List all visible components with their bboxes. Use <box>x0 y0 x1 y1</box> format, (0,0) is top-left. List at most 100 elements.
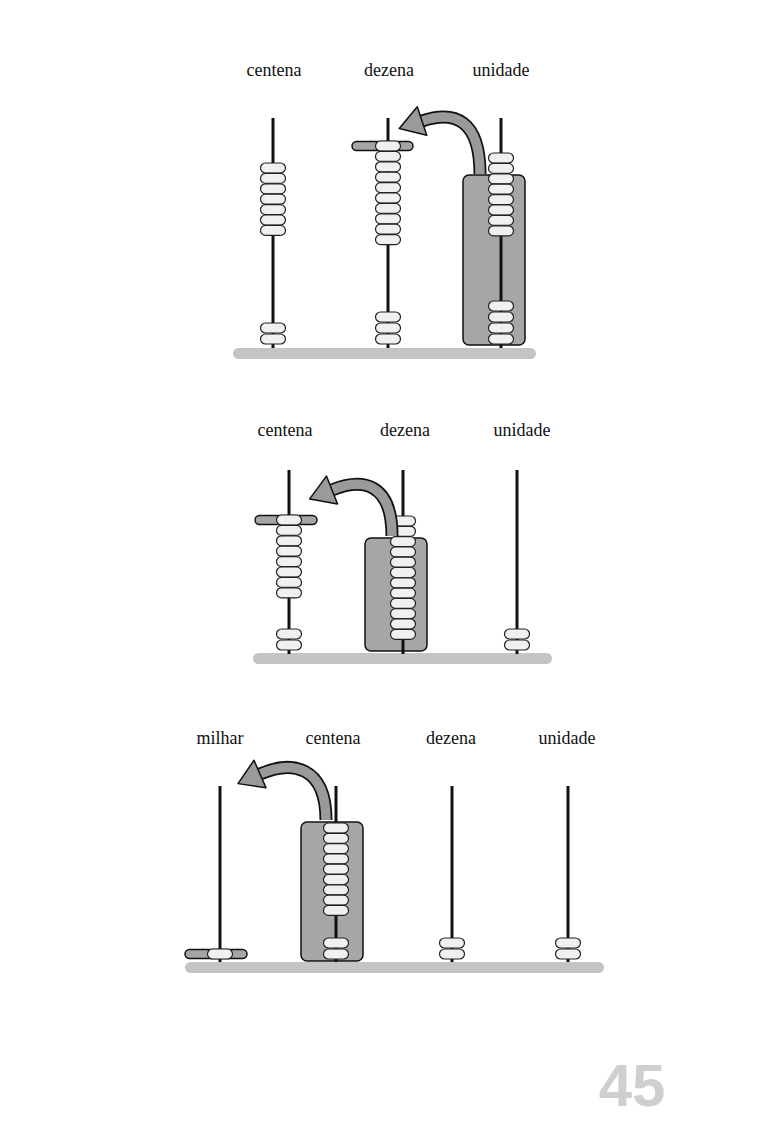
abacus-bead <box>277 588 302 598</box>
abacus-bead <box>391 619 416 629</box>
abacus-bead <box>376 334 401 344</box>
carry-arrow <box>399 107 480 174</box>
abacus-bead <box>324 885 349 895</box>
abacus-bead <box>489 174 514 184</box>
abacus-rod <box>516 470 519 654</box>
abacus-bead <box>391 629 416 639</box>
abacus-bead <box>277 567 302 577</box>
abacus-bead <box>376 172 401 182</box>
abacus-bead <box>391 537 416 547</box>
abacus-bead <box>489 301 514 311</box>
abacus-bead <box>440 938 465 948</box>
abacus-bead <box>261 194 286 204</box>
abacus-rod <box>219 786 222 962</box>
abacus-bead <box>376 214 401 224</box>
abacus-bead <box>324 864 349 874</box>
abacus-bead <box>376 151 401 161</box>
abacus-bead <box>489 215 514 225</box>
abacus-bead <box>556 949 581 959</box>
abacus-bead <box>376 203 401 213</box>
abacus-rod <box>567 786 570 962</box>
abacus-bead <box>261 205 286 215</box>
abacus-bead <box>391 598 416 608</box>
abacus-bead <box>324 833 349 843</box>
abacus-bead <box>261 215 286 225</box>
place-value-label: dezena <box>380 421 430 439</box>
place-value-label: milhar <box>197 729 244 747</box>
abacus-bead <box>261 334 286 344</box>
abacus-bead <box>261 184 286 194</box>
abacus-bead <box>324 905 349 915</box>
abacus-bead <box>489 163 514 173</box>
abacus-rod <box>451 786 454 962</box>
abacus-bead <box>391 578 416 588</box>
abacus-bead <box>324 938 349 948</box>
abacus-bead <box>277 640 302 650</box>
abacus-bead <box>376 193 401 203</box>
abacus-bead <box>208 949 233 959</box>
abacus-bead <box>376 312 401 322</box>
abacus-bead <box>376 141 401 151</box>
place-value-label: unidade <box>494 421 551 439</box>
abacus-bead <box>440 949 465 959</box>
abacus-bead <box>277 557 302 567</box>
carry-arrow <box>310 476 392 536</box>
carry-tray <box>255 516 317 525</box>
abacus-bead <box>376 235 401 245</box>
abacus-bead <box>324 844 349 854</box>
abacus-base <box>185 962 604 973</box>
carry-arrow <box>238 760 326 820</box>
place-value-label: centena <box>258 421 313 439</box>
place-value-label: dezena <box>426 729 476 747</box>
group-box <box>301 822 363 961</box>
carry-tray <box>185 950 247 959</box>
abacus-bead <box>277 536 302 546</box>
place-value-label: dezena <box>364 61 414 79</box>
abacus-bead <box>261 163 286 173</box>
abacus-bead <box>261 173 286 183</box>
place-value-label: unidade <box>473 61 530 79</box>
place-value-label: centena <box>306 729 361 747</box>
abacus-bead <box>324 949 349 959</box>
abacus-bead <box>391 588 416 598</box>
abacus-bead <box>489 323 514 333</box>
abacus-bead <box>489 312 514 322</box>
abacus-bead <box>261 225 286 235</box>
abacus-bead <box>376 323 401 333</box>
abacus-bead <box>277 629 302 639</box>
abacus-bead <box>277 546 302 556</box>
page-number: 45 <box>599 1056 666 1116</box>
abacus-base <box>253 653 552 664</box>
abacus-bead <box>489 195 514 205</box>
abacus-bead <box>277 525 302 535</box>
abacus-bead <box>277 577 302 587</box>
abacus-bead <box>505 629 530 639</box>
abacus-bead <box>376 162 401 172</box>
abacus-bead <box>376 224 401 234</box>
group-box <box>463 175 525 345</box>
abacus-bead <box>324 823 349 833</box>
abacus-bead <box>277 515 302 525</box>
abacus-bead <box>376 183 401 193</box>
abacus-bead <box>391 547 416 557</box>
abacus-bead <box>324 895 349 905</box>
carry-tray <box>352 142 413 151</box>
abacus-bead <box>391 557 416 567</box>
group-box <box>365 538 427 651</box>
abacus-bead <box>391 568 416 578</box>
place-value-label: centena <box>247 61 302 79</box>
abacus-bead <box>324 875 349 885</box>
place-value-label: unidade <box>539 729 596 747</box>
abacus-bead <box>489 334 514 344</box>
abacus-bead <box>489 205 514 215</box>
abacus-bead <box>489 184 514 194</box>
abacus-base <box>233 348 536 359</box>
abacus-bead <box>505 640 530 650</box>
abacus-bead <box>391 609 416 619</box>
abacus-bead <box>324 854 349 864</box>
abacus-bead <box>261 323 286 333</box>
abacus-bead <box>489 226 514 236</box>
abacus-bead <box>556 938 581 948</box>
